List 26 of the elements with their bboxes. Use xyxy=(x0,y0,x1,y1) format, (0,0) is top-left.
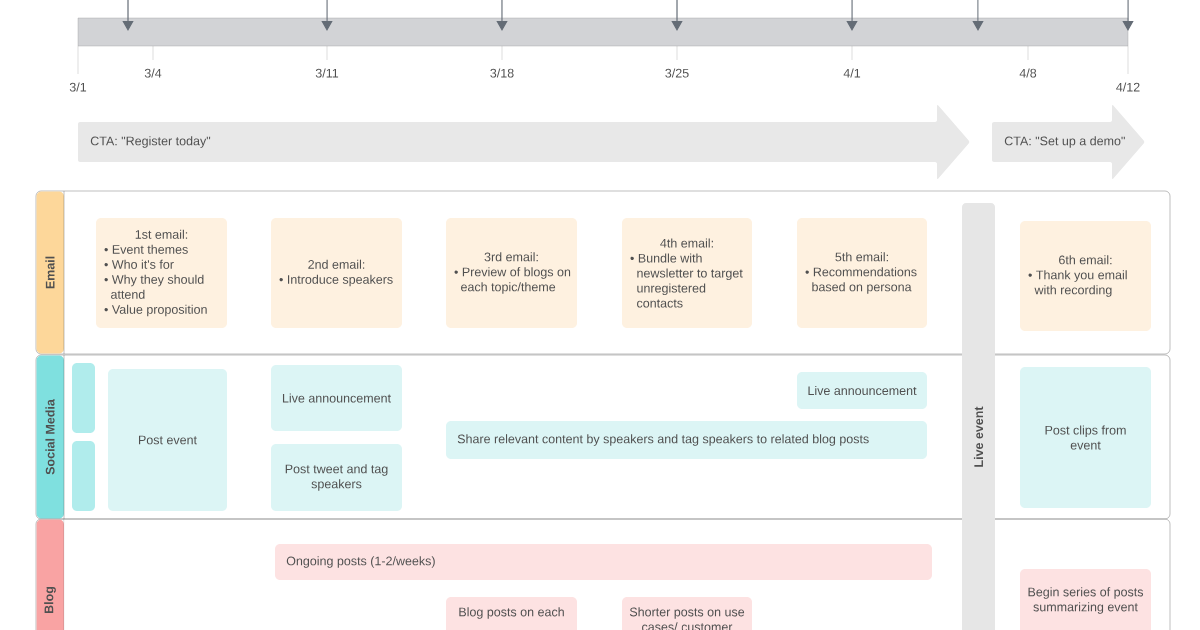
date-label: 3/4 xyxy=(144,68,162,78)
task-card: 4th email: • Bundle with newsletter to target unregistered contacts xyxy=(622,218,752,328)
channel-box xyxy=(72,441,95,511)
date-label: 4/12 xyxy=(1116,82,1140,92)
task-card: Ongoing posts (1-2/weeks) xyxy=(275,544,932,580)
date-label: 3/11 xyxy=(315,68,339,78)
task-card: Share relevant content by speakers and tag speakers to related blog posts xyxy=(446,421,927,459)
task-card: Begin series of posts summarizing event xyxy=(1020,569,1151,630)
task-card: 3rd email: • Preview of blogs on each topic/theme xyxy=(446,218,577,328)
task-card: 2nd email: • Introduce speakers xyxy=(271,218,402,328)
task-card: 6th email: • Thank you email with recording xyxy=(1020,221,1151,331)
task-card: 1st email: • Event themes • Who it's for • Why they should attend • Value proposition xyxy=(96,218,227,328)
task-card: Live announcement xyxy=(271,365,402,431)
date-label: 3/18 xyxy=(490,68,514,78)
channel-box xyxy=(72,363,95,433)
date-label: 4/1 xyxy=(843,68,861,78)
date-label: 3/1 xyxy=(69,82,87,92)
task-card: Post clips from event xyxy=(1020,367,1151,508)
task-card: Post tweet and tag speakers xyxy=(271,444,402,511)
task-card: Blog posts on each xyxy=(446,597,577,630)
date-label: 4/8 xyxy=(1019,68,1037,78)
task-card: Post event xyxy=(108,369,227,511)
date-label: 3/25 xyxy=(665,68,689,78)
task-card: Live announcement xyxy=(797,372,927,409)
event-bar: Live event xyxy=(962,203,995,630)
task-card: 5th email: • Recommendations based on persona xyxy=(797,218,927,328)
